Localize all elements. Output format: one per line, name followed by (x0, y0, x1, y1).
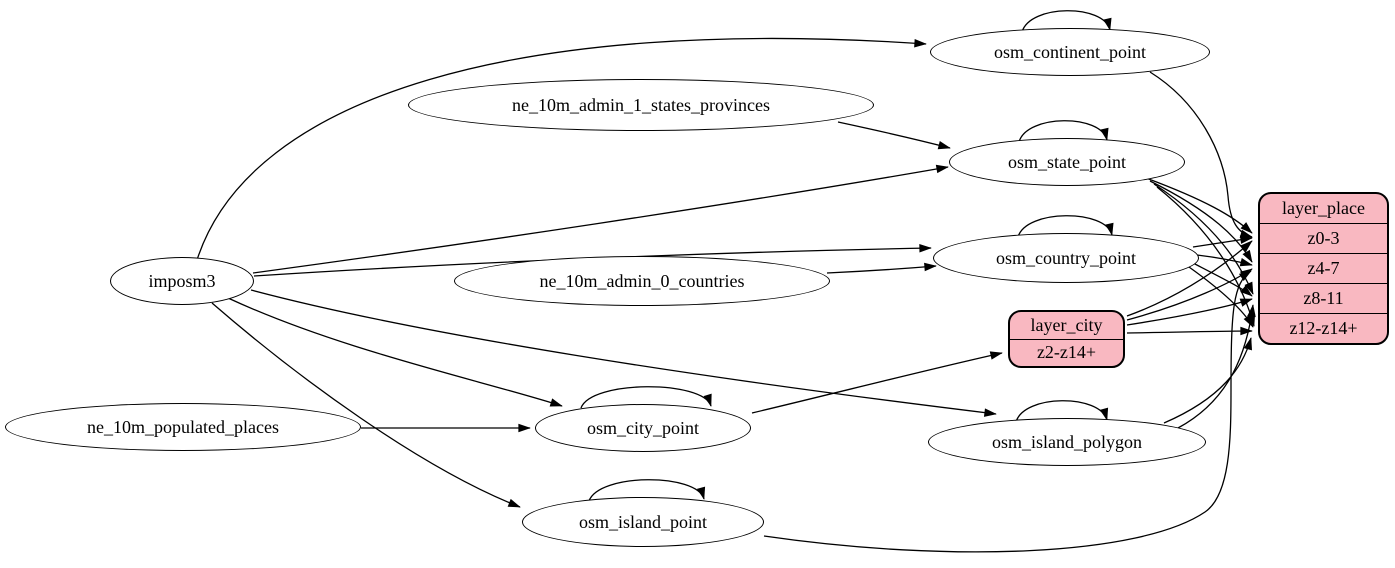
edge-imposm3-osm_island_polygon (250, 289, 997, 417)
node-ne_10m_admin_0_countries: ne_10m_admin_0_countries (454, 256, 830, 306)
node-osm_island_polygon-label: osm_island_polygon (991, 431, 1142, 452)
selfloop-osm_city_point (580, 386, 712, 409)
node-osm_continent_point-label: osm_continent_point (994, 41, 1146, 62)
node-ne_10m_admin_1_states_provinces: ne_10m_admin_1_states_provinces (408, 79, 874, 131)
node-imposm3-label: imposm3 (148, 270, 216, 291)
edge-layer_city-layer_place-z8-11 (1126, 298, 1253, 326)
node-osm_city_point-label: osm_city_point (587, 417, 699, 438)
edge-osm_state_point-layer_place-z4-7 (1149, 180, 1253, 263)
layer_city-row-z2-z14: z2-z14+ (1010, 338, 1123, 367)
node-osm_state_point-label: osm_state_point (1008, 151, 1126, 172)
edge-imposm3-osm_island_point (211, 302, 521, 508)
node-ne_10m_populated_places: ne_10m_populated_places (5, 403, 361, 451)
node-osm_country_point: osm_country_point (933, 233, 1199, 283)
node-ne_10m_admin_0_countries-label: ne_10m_admin_0_countries (539, 270, 745, 291)
node-osm_city_point: osm_city_point (535, 404, 751, 452)
edge-osm_continent_point-layer_place-z0-3 (1149, 71, 1253, 238)
selfloop-osm_continent_point (1021, 10, 1112, 33)
edge-imposm3-osm_state_point (252, 164, 949, 274)
edge-layer_city-layer_place-z12-z14 (1126, 326, 1253, 336)
edge-layer_city-layer_place-z0-3 (1126, 240, 1253, 317)
edge-osm_country_point-layer_place-z0-3 (1192, 235, 1253, 248)
layer_place-row-z8-11: z8-11 (1260, 283, 1387, 313)
edge-osm_state_point-layer_place-z8-11 (1153, 183, 1254, 295)
node-ne_10m_admin_1_states_provinces-label: ne_10m_admin_1_states_provinces (512, 94, 770, 115)
selfloop-osm_island_point (588, 479, 706, 502)
node-osm_island_point-label: osm_island_point (578, 511, 707, 532)
edge-osm_city_point-layer_city (751, 351, 1003, 414)
node-osm_country_point-label: osm_country_point (996, 247, 1136, 268)
node-layer_city: layer_city z2-z14+ (1008, 310, 1125, 368)
selfloop-osm_country_point (1017, 215, 1114, 238)
edge-osm_island_polygon-layer_place-z12-z14 (1163, 337, 1253, 424)
edge-osm_island_polygon-layer_place-z8-11 (1177, 304, 1256, 429)
layer_place-title: layer_place (1282, 198, 1365, 218)
edge-osm_island_point-layer_place-z4-7 (763, 270, 1252, 553)
node-layer_place: layer_place z0-3 z4-7 z8-11 z12-z14+ (1258, 192, 1389, 345)
edge-ne_10m_admin_0_countries-osm_country_point (826, 262, 937, 274)
layer_place-row-z4-7: z4-7 (1260, 253, 1387, 283)
layer_city-title: layer_city (1030, 314, 1103, 335)
node-imposm3: imposm3 (110, 257, 254, 305)
edge-imposm3-osm_continent_point (196, 37, 927, 261)
layer_place-row-z0-3: z0-3 (1260, 223, 1387, 253)
node-osm_island_point: osm_island_point (522, 497, 764, 547)
node-ne_10m_populated_places-label: ne_10m_populated_places (87, 416, 279, 437)
layer_place-row-z12-z14: z12-z14+ (1260, 313, 1387, 343)
edge-osm_state_point-layer_place-z0-3 (1145, 177, 1253, 234)
edge-imposm3-osm_city_point (227, 297, 563, 407)
node-osm_continent_point: osm_continent_point (930, 28, 1210, 76)
edge-ne_10m_admin_1_states_provinces-osm_state_point (837, 121, 951, 150)
node-osm_island_polygon: osm_island_polygon (928, 418, 1206, 466)
selfloop-osm_state_point (1018, 120, 1109, 143)
selfloop-osm_island_polygon (1015, 400, 1109, 423)
node-osm_state_point: osm_state_point (949, 138, 1185, 186)
